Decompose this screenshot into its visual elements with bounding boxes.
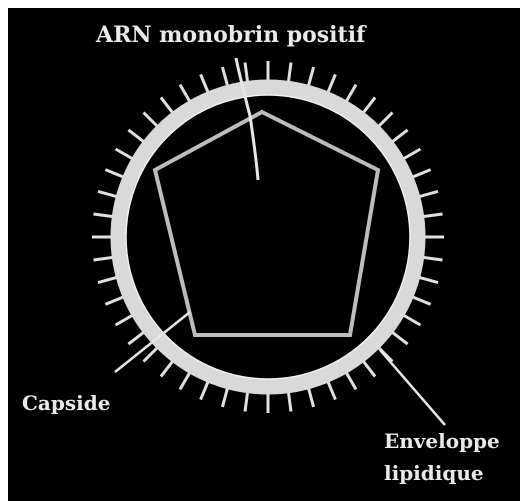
- envelope-spike: [393, 333, 408, 345]
- envelope-spike: [105, 297, 123, 304]
- envelope-spike: [161, 362, 173, 377]
- envelope-spike: [420, 191, 438, 196]
- envelope-spike: [420, 278, 438, 283]
- envelope-spike: [309, 67, 314, 85]
- envelope-spike: [413, 297, 431, 304]
- envelope-spike: [424, 214, 443, 217]
- envelope-spike: [98, 278, 116, 283]
- envelope-spike: [404, 316, 420, 326]
- envelope-spike: [289, 393, 292, 412]
- envelope-spike: [393, 130, 408, 142]
- envelope-spike: [328, 74, 335, 92]
- capsid-pentagon: [155, 112, 378, 335]
- envelope-spike: [328, 382, 335, 400]
- envelope-spike: [347, 373, 357, 389]
- envelope-spike: [128, 333, 143, 345]
- envelope-spike: [128, 130, 143, 142]
- envelope-spike: [413, 170, 431, 177]
- envelope-label-line1: Enveloppe: [384, 429, 500, 453]
- envelope-spike: [364, 362, 376, 377]
- envelope-spike: [116, 149, 132, 159]
- envelope-spike: [364, 97, 376, 112]
- envelope-spike: [144, 348, 158, 362]
- envelope-spike: [180, 373, 190, 389]
- envelope-spike: [245, 63, 248, 82]
- envelope-spike: [424, 258, 443, 261]
- envelope-spike: [245, 393, 248, 412]
- lipid-envelope-ring: [118, 87, 418, 387]
- envelope-spike: [94, 214, 113, 217]
- envelope-spike: [309, 389, 314, 407]
- envelope-leader-line: [380, 350, 445, 425]
- envelope-spike: [201, 74, 208, 92]
- envelope-spike: [94, 258, 113, 261]
- envelope-spike: [289, 63, 292, 82]
- envelope-spike: [201, 382, 208, 400]
- envelope-spike: [161, 97, 173, 112]
- envelope-spike: [144, 113, 158, 127]
- envelope-spike: [180, 85, 190, 101]
- envelope-spike: [116, 316, 132, 326]
- envelope-spike: [222, 67, 227, 85]
- rna-label: ARN monobrin positif: [95, 22, 367, 48]
- envelope-spike: [379, 113, 393, 127]
- envelope-spike: [347, 85, 357, 101]
- envelope-spike: [105, 170, 123, 177]
- envelope-spike: [222, 389, 227, 407]
- envelope-spike: [98, 191, 116, 196]
- envelope-label-line2: lipidique: [384, 461, 484, 485]
- envelope-spike: [404, 149, 420, 159]
- capsid-label: Capside: [22, 391, 110, 415]
